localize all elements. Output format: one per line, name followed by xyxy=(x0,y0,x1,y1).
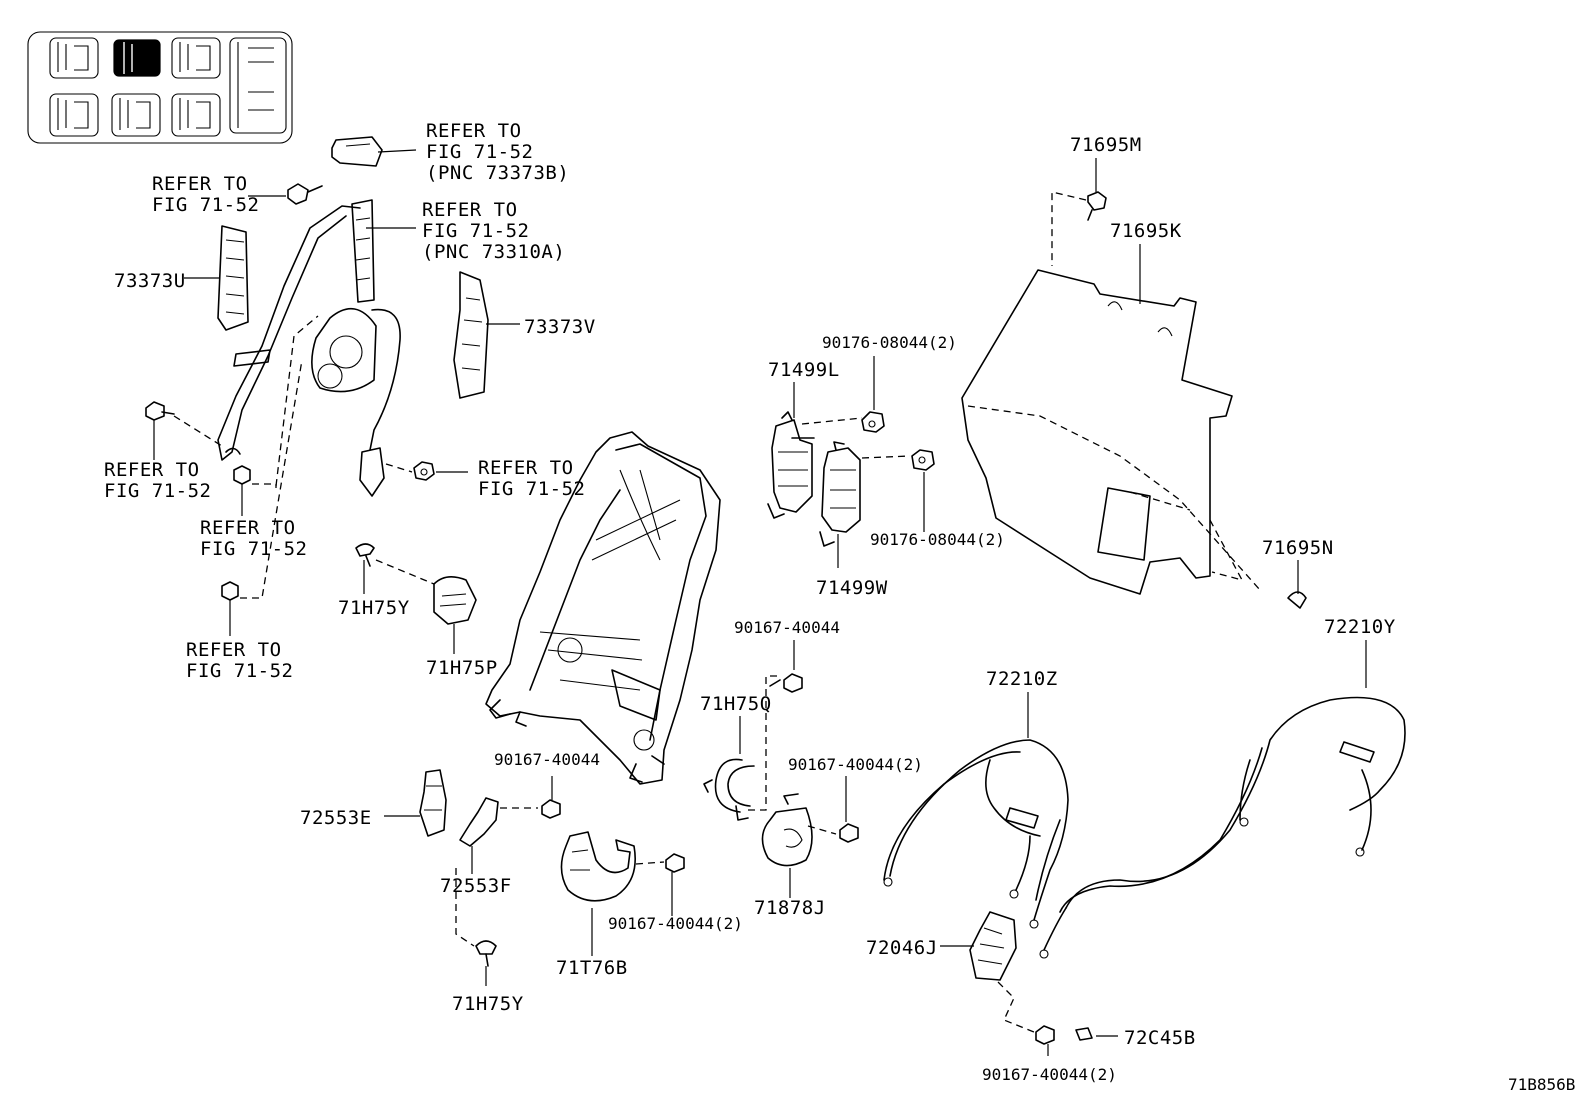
label-part-number: 90167-40044 xyxy=(494,750,600,769)
label-part-number: 90167-40044(2) xyxy=(788,755,923,774)
anchor-nut xyxy=(385,461,468,481)
label-part-number: 90176-08044(2) xyxy=(822,333,957,352)
label-part-number: 90167-40044 xyxy=(734,618,840,637)
label-fig-ref: FIG 71-52 xyxy=(186,660,293,682)
bolt-90167-c xyxy=(839,776,859,843)
bolt-90167-b xyxy=(541,776,561,819)
label-part-number: 71695M xyxy=(1070,134,1142,156)
nut-90176-top xyxy=(861,356,885,433)
part-72553E xyxy=(384,769,447,837)
left-fasteners xyxy=(145,315,319,636)
label-part-number: 72553F xyxy=(440,875,512,897)
label-part-number: 90176-08044(2) xyxy=(870,530,1005,549)
label-part-number: 72553E xyxy=(300,807,372,829)
part-71H75Q xyxy=(703,675,780,821)
part-71H75Y-71H75P xyxy=(355,543,477,654)
label-fig-ref: FIG 71-52 xyxy=(478,478,585,500)
label-fig-ref: FIG 71-52 xyxy=(104,480,211,502)
label-part-number: 71695N xyxy=(1262,537,1334,559)
clip-71695M xyxy=(1051,158,1107,266)
label-part-number: 71H75P xyxy=(426,657,498,679)
cable-72210Z xyxy=(883,692,1069,929)
part-71T76B xyxy=(560,831,665,956)
bolt-90167-e xyxy=(1035,1025,1055,1056)
part-72046J xyxy=(940,911,1035,1033)
label-fig-ref: FIG 71-52 xyxy=(422,220,529,242)
label-part-number: 71499L xyxy=(768,359,840,381)
bolt-upper xyxy=(248,183,323,205)
label-part-number: 73373U xyxy=(114,270,186,292)
label-part-number: 90167-40044(2) xyxy=(608,914,743,933)
label-refer-to: REFER TO xyxy=(478,457,574,479)
label-part-number: 72210Y xyxy=(1324,616,1396,638)
part-71H75Y-bottom xyxy=(455,868,497,986)
part-71878J xyxy=(761,793,837,898)
label-refer-to: REFER TO xyxy=(200,517,296,539)
part-73373V xyxy=(453,271,520,399)
label-part-number: 71878J xyxy=(754,897,826,919)
label-part-number: 71T76B xyxy=(556,957,628,979)
label-refer-to: REFER TO xyxy=(104,459,200,481)
label-refer-to: REFER TO xyxy=(186,639,282,661)
part-71499L xyxy=(767,382,863,519)
nut-90176-mid xyxy=(911,449,935,532)
label-pnc-ref: (PNC 73373B) xyxy=(426,162,569,184)
label-part-number: 72C45B xyxy=(1124,1027,1196,1049)
label-fig-ref: FIG 71-52 xyxy=(200,538,307,560)
label-part-number: 73373V xyxy=(524,316,596,338)
diagram-id: 71B856B xyxy=(1508,1075,1575,1094)
label-fig-ref: FIG 71-52 xyxy=(152,194,259,216)
label-part-number: 72210Z xyxy=(986,668,1058,690)
label-part-number: 71499W xyxy=(816,577,888,599)
part-73373B-cover xyxy=(331,136,417,167)
seat-back-frame xyxy=(485,431,721,785)
part-73373U xyxy=(184,225,249,331)
part-72553F xyxy=(459,797,538,874)
label-part-number: 90167-40044(2) xyxy=(982,1065,1117,1084)
label-fig-ref: FIG 71-52 xyxy=(426,141,533,163)
label-part-number: 71695K xyxy=(1110,220,1182,242)
label-refer-to: REFER TO xyxy=(422,199,518,221)
label-part-number: 71H75Y xyxy=(452,993,524,1015)
label-refer-to: REFER TO xyxy=(152,173,248,195)
cable-72210Y xyxy=(1039,640,1406,959)
highlighted-seat-icon xyxy=(113,39,161,77)
bolt-90167-a xyxy=(769,640,803,693)
label-part-number: 72046J xyxy=(866,937,938,959)
seat-belt-assembly xyxy=(217,199,416,497)
seat-layout-icon xyxy=(27,31,293,144)
bolt-90167-d xyxy=(665,853,685,916)
label-part-number: 71H75Q xyxy=(700,693,772,715)
part-71695K xyxy=(961,244,1261,595)
label-refer-to: REFER TO xyxy=(426,120,522,142)
part-71499W xyxy=(819,441,911,568)
label-pnc-ref: (PNC 73310A) xyxy=(422,241,565,263)
labels: REFER TO FIG 71-52 (PNC 73373B) REFER TO… xyxy=(104,120,1575,1094)
label-part-number: 71H75Y xyxy=(338,597,410,619)
clip-71695N xyxy=(1287,560,1307,609)
part-72C45B xyxy=(1075,1027,1118,1041)
